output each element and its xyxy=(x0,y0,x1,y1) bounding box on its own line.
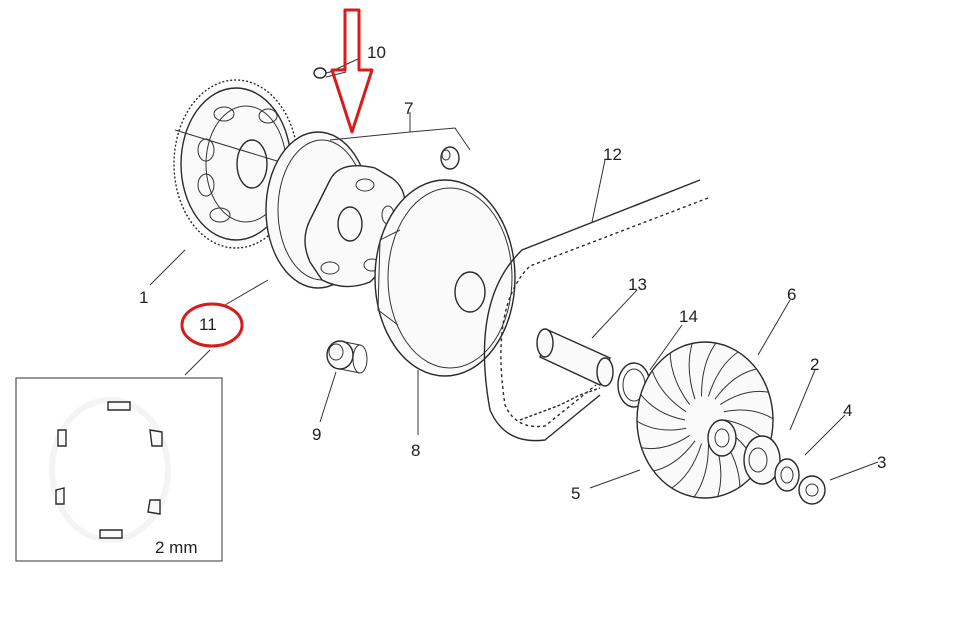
fan-blade xyxy=(638,392,686,421)
red-circle-highlight xyxy=(180,302,244,348)
part-label-10: 10 xyxy=(367,43,386,62)
bushing xyxy=(536,328,614,387)
red-arrow-icon xyxy=(330,8,374,134)
fan-blade xyxy=(707,350,741,397)
drive-belt xyxy=(483,179,709,442)
inset-caption: 2 mm xyxy=(155,538,198,557)
inset-detail-frame: 2 mm xyxy=(15,377,223,562)
fan-blade xyxy=(651,440,696,472)
part-label-9: 9 xyxy=(312,425,321,444)
fan-blade xyxy=(650,368,687,413)
fan-blade xyxy=(692,443,709,498)
part-labels: 1 2 3 4 5 6 7 8 9 10 11 12 13 14 xyxy=(139,43,886,503)
fan-blade xyxy=(720,390,771,405)
part-label-3: 3 xyxy=(877,453,886,472)
part-label-8: 8 xyxy=(411,441,420,460)
part-label-12: 12 xyxy=(603,145,622,164)
part-label-5: 5 xyxy=(571,484,580,503)
part-label-11: 11 xyxy=(199,315,217,334)
fan-blade xyxy=(688,342,696,400)
fan-blade xyxy=(669,350,691,405)
ramp-plate xyxy=(265,131,460,289)
part-label-13: 13 xyxy=(628,275,647,294)
fan-blade xyxy=(669,443,703,490)
part-label-1: 1 xyxy=(139,288,148,307)
fan-blade xyxy=(723,409,773,421)
part-label-7: 7 xyxy=(404,99,413,118)
variator-pulley xyxy=(374,179,516,377)
fan-blade xyxy=(637,419,687,431)
fan-blade xyxy=(701,342,718,397)
red-annotations xyxy=(180,8,374,348)
roller-weight xyxy=(326,340,368,374)
part-label-2: 2 xyxy=(810,355,819,374)
part-label-4: 4 xyxy=(843,401,852,420)
fan-pulley xyxy=(636,341,774,499)
nut-washer-stack xyxy=(743,435,826,505)
part-label-6: 6 xyxy=(787,285,796,304)
starter-gear-disc xyxy=(173,79,301,249)
fan-blade xyxy=(639,435,690,450)
part-label-14: 14 xyxy=(679,307,698,326)
fan-blade xyxy=(714,368,759,400)
